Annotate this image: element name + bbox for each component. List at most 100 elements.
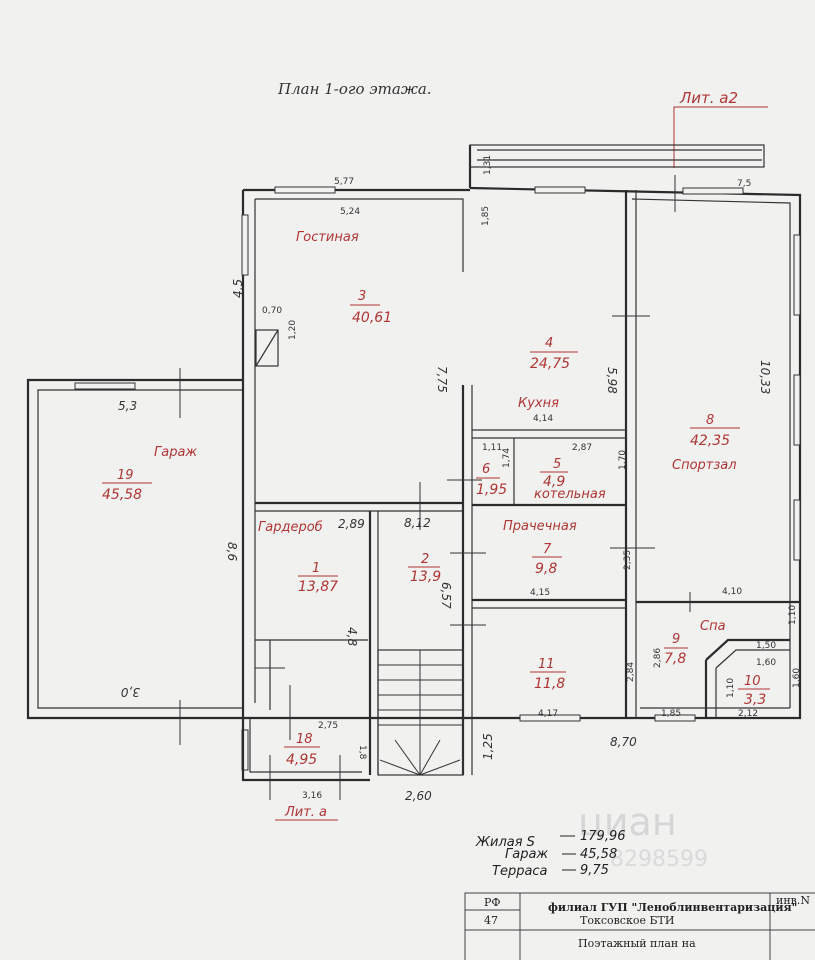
svg-text:1,95: 1,95 [476, 482, 507, 498]
svg-text:24,75: 24,75 [530, 356, 570, 372]
dim-284: 2,84 [626, 662, 636, 682]
dim-235: 2,35 [623, 550, 633, 570]
porch-lit-a [241, 718, 370, 782]
room-19-label: 19 45,58 [102, 468, 152, 503]
summary-living-label: Жилая S [475, 835, 535, 850]
dim-414: 4,14 [533, 414, 553, 424]
dim-812: 8,12 [404, 516, 431, 530]
room-19-name: Гараж [154, 445, 197, 460]
dim-86: 8,6 [225, 542, 239, 561]
room-5-name: котельная [534, 487, 606, 502]
room-9-name: Спа [700, 619, 726, 634]
lit-a-label: Лит. а [284, 805, 327, 820]
area-summary: Жилая S 179,96 Гараж 45,58 Терраса 9,75 [475, 829, 626, 879]
dim-150: 1,50 [756, 641, 776, 651]
svg-text:9: 9 [672, 632, 680, 647]
stamp-inv: инв.N [776, 894, 810, 907]
room-1-label: 1 13,87 [298, 561, 338, 595]
room-2-label: 2 13,9 [408, 552, 441, 585]
dim-070: 0,70 [262, 306, 282, 316]
room-7-label: 7 9,8 [532, 542, 562, 577]
svg-text:3,3: 3,3 [744, 692, 766, 708]
summary-terrace-label: Терраса [492, 864, 548, 879]
room-8-label: 8 42,35 [690, 413, 740, 449]
dim-286: 2,86 [653, 648, 663, 668]
dim-125: 1,25 [481, 733, 495, 760]
dim-212: 2,12 [738, 709, 758, 719]
dim-18: 1,8 [357, 745, 367, 760]
title-block: РФ 47 филиал ГУП "Леноблинвентаризация" … [464, 892, 815, 960]
svg-text:19: 19 [117, 468, 134, 483]
dim-657: 6,57 [439, 582, 453, 609]
dim-524: 5,24 [340, 207, 360, 217]
dim-275: 2,75 [318, 721, 338, 731]
dim-410: 4,10 [722, 587, 742, 597]
dim-110a: 1,10 [788, 605, 798, 625]
dim-260: 2,60 [405, 789, 432, 803]
dim-289: 2,89 [338, 517, 365, 531]
door-markers [179, 175, 691, 800]
svg-text:4: 4 [545, 336, 553, 351]
dim-160b: 1,60 [792, 668, 802, 688]
dim-110b: 1,10 [726, 678, 736, 698]
room-1-name: Гардероб [258, 520, 323, 535]
main-walls [241, 186, 802, 775]
stamp-plan: Поэтажный план на [578, 937, 696, 950]
room-4-name: Кухня [518, 396, 559, 411]
svg-text:13,9: 13,9 [410, 569, 441, 585]
room-6-label: 6 1,95 [476, 462, 507, 498]
summary-garage-label: Гараж [505, 847, 548, 862]
svg-text:8: 8 [706, 413, 714, 428]
svg-text:18: 18 [296, 732, 313, 747]
stamp-bti: Токсовское БТИ [580, 914, 675, 927]
garage-walls [26, 378, 243, 720]
dim-30: 3,0 [121, 685, 140, 699]
stamp-org: филиал ГУП "Леноблинвентаризация" [548, 901, 797, 914]
lit-a2-pointer [673, 106, 768, 168]
dim-775: 7,75 [435, 366, 449, 393]
watermark-brand: циан [578, 800, 677, 844]
svg-text:1: 1 [312, 561, 320, 576]
windows [74, 186, 801, 771]
dim-111: 1,11 [482, 443, 502, 453]
dim-75: 7,5 [737, 179, 751, 189]
svg-text:11: 11 [538, 657, 555, 672]
dim-120: 1,20 [288, 320, 298, 340]
stamp-rf: РФ [484, 896, 501, 909]
dim-185a: 1,85 [481, 206, 491, 226]
dim-160a: 1,60 [756, 658, 776, 668]
room-18-label: 18 4,95 [284, 732, 320, 768]
dim-287: 2,87 [572, 443, 592, 453]
svg-text:11,8: 11,8 [534, 676, 565, 692]
room-8-name: Спортзал [672, 458, 737, 473]
dim-174: 1,74 [502, 448, 512, 468]
dimension-labels: 5,77 5,24 4,5 0,70 1,20 1,31 1,85 7,5 10… [118, 155, 802, 803]
dim-48: 4,8 [345, 627, 359, 646]
dim-131: 1,31 [483, 155, 493, 175]
stamp-num: 47 [484, 914, 498, 927]
dim-577: 5,77 [334, 177, 354, 187]
dim-415: 4,15 [530, 588, 550, 598]
watermark-phone: 8298599 [610, 847, 708, 872]
svg-text:42,35: 42,35 [690, 433, 730, 449]
room-9-label: 9 7,8 [664, 632, 688, 667]
dim-53: 5,3 [118, 399, 137, 413]
svg-text:4,9: 4,9 [543, 474, 565, 490]
svg-text:9,8: 9,8 [535, 561, 557, 577]
plan-title: План 1-ого этажа. [277, 80, 432, 98]
dim-598: 5,98 [605, 367, 619, 394]
svg-text:4,95: 4,95 [286, 752, 317, 768]
svg-text:3: 3 [358, 289, 366, 304]
summary-living-value: 179,96 [580, 829, 626, 844]
room-11-label: 11 11,8 [530, 657, 566, 692]
room-4-label: 4 24,75 [530, 336, 578, 372]
room-5-label: 5 4,9 [540, 457, 568, 490]
summary-garage-value: 45,58 [580, 847, 617, 862]
lit-a2-label: Лит. а2 [679, 89, 738, 107]
terrace-a2 [468, 144, 765, 188]
svg-text:5: 5 [553, 457, 561, 472]
svg-text:7: 7 [543, 542, 552, 557]
dim-185b: 1,85 [661, 709, 681, 719]
svg-text:7,8: 7,8 [664, 651, 686, 667]
